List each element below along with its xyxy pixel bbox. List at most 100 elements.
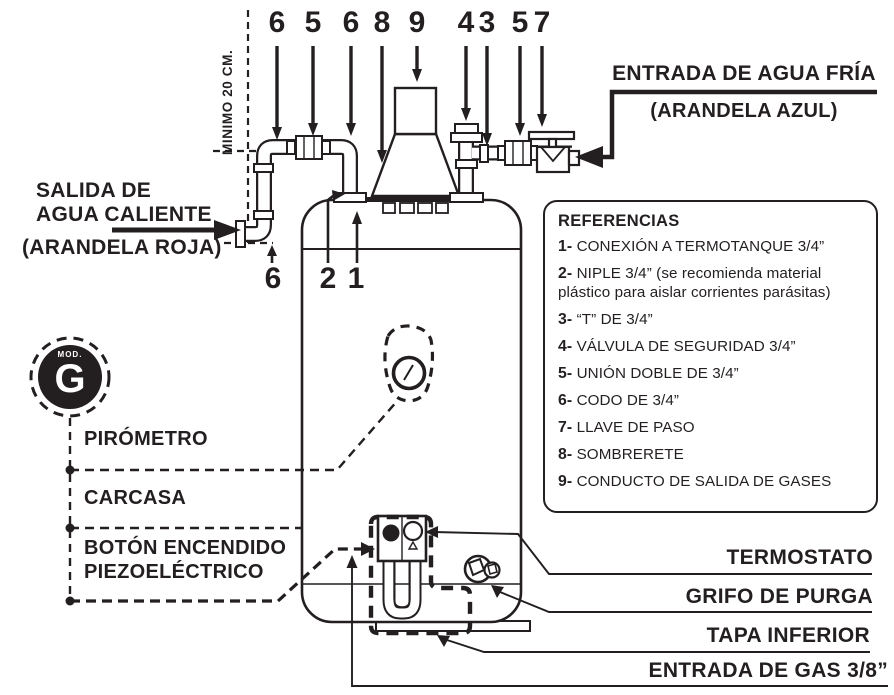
min-clearance-label: MINIMO 20 CM. — [220, 49, 235, 155]
stop-valve-body — [535, 145, 571, 174]
hot-water-label-line2: AGUA CALIENTE — [36, 203, 212, 226]
reference-item-number: 6- — [558, 391, 573, 409]
tank-connection-flange-cold — [449, 192, 484, 203]
references-title: REFERENCIAS — [558, 212, 680, 230]
reference-item-text: CODO DE 3/4” — [576, 391, 680, 409]
model-badge-disc — [38, 345, 102, 409]
tee-collar-bottom — [455, 159, 478, 169]
callout-number-5b: 5 — [511, 6, 529, 39]
ignition-leader-arrow — [361, 542, 375, 556]
callout-number-4: 4 — [457, 6, 475, 39]
top-callout-arrows — [272, 46, 547, 163]
drain-tap-label: GRIFO DE PURGA — [685, 585, 873, 608]
draft-hood-base-plate — [365, 197, 465, 202]
model-badge-dashed-ring — [29, 336, 111, 418]
reference-item-number: 4- — [558, 337, 573, 355]
niple-number: 2 — [319, 262, 337, 295]
callout-arrow-8 — [377, 46, 387, 163]
thermostat-knob — [402, 520, 424, 542]
hot-pipe-inner — [241, 141, 356, 240]
reference-item-2: 2- NIPLE 3/4” (se recomienda material pl… — [558, 265, 865, 302]
callout-arrow-5a — [308, 46, 318, 136]
leader-bullet — [65, 523, 75, 533]
hot-water-flow-arrow — [112, 220, 241, 240]
reference-item-3: 3- “T” DE 3/4” — [558, 311, 865, 330]
leader-bullet — [65, 465, 75, 475]
callout-arrow-5b — [515, 46, 525, 136]
reference-item-4: 4- VÁLVULA DE SEGURIDAD 3/4” — [558, 338, 865, 357]
reference-item-5: 5- UNIÓN DOBLE DE 3/4” — [558, 365, 865, 384]
pipe-collar — [253, 163, 274, 173]
pipe-collar — [253, 210, 274, 220]
reference-item-number: 1- — [558, 238, 573, 255]
thermostat-leader — [425, 526, 872, 575]
callout-arrow-9 — [412, 46, 422, 82]
reference-item-text: VÁLVULA DE SEGURIDAD 3/4” — [576, 337, 796, 355]
casing-label: CARCASA — [84, 487, 187, 509]
hot-water-piping — [235, 135, 367, 248]
red-washer-note: (ARANDELA ROJA) — [22, 236, 222, 259]
reference-item-text: NIPLE 3/4” (se recomienda material plást… — [558, 265, 831, 302]
outlet-stub-flange — [235, 220, 246, 248]
leader-1-connection — [352, 211, 362, 263]
reference-item-number: 7- — [558, 419, 573, 437]
blue-washer-note: (ARANDELA AZUL) — [650, 100, 838, 122]
reference-item-7: 7- LLAVE DE PASO — [558, 419, 865, 438]
callout-number-8: 8 — [373, 6, 391, 39]
hot-water-label-line1: SALIDA DE — [36, 179, 152, 202]
bottom-cover-leader — [437, 635, 870, 653]
ignition-button-label-line2: PIEZOELÉCTRICO — [84, 561, 264, 583]
pyrometer-needle — [403, 364, 414, 381]
reference-item-text: UNIÓN DOBLE DE 3/4” — [576, 364, 739, 382]
burner-control-unit — [376, 514, 428, 620]
model-badge — [29, 336, 111, 418]
draft-hood-legs — [382, 202, 449, 214]
reference-item-number: 5- — [558, 364, 573, 382]
bottom-cover-dashed-region — [368, 514, 473, 636]
union-fitting-left — [286, 135, 331, 160]
reference-item-text: CONEXIÓN A TERMOTANQUE 3/4” — [576, 238, 825, 255]
cold-water-label: ENTRADA DE AGUA FRÍA — [612, 62, 876, 85]
leader-2-niple — [326, 190, 345, 263]
gas-inlet-leader — [346, 555, 888, 687]
clearance-measure-lines — [213, 10, 273, 245]
callout-number-5a: 5 — [304, 6, 322, 39]
flue-assembly — [365, 86, 465, 214]
callout-number-6a: 6 — [268, 6, 286, 39]
pilot-tube — [393, 561, 411, 608]
reference-item-number: 8- — [558, 446, 573, 464]
gas-inlet-label: ENTRADA DE GAS 3/8” — [648, 659, 888, 682]
callout-number-7: 7 — [533, 6, 551, 39]
thermostat-label: TERMOSTATO — [726, 546, 873, 569]
callout-number-9: 9 — [408, 6, 426, 39]
reference-item-1: 1- CONEXIÓN A TERMOTANQUE 3/4” — [558, 238, 865, 257]
reference-item-text: “T” DE 3/4” — [576, 310, 653, 328]
stop-valve-outlet — [567, 149, 581, 167]
knob-triangle-mark — [407, 540, 419, 550]
callout-arrow-3 — [482, 46, 492, 146]
reference-item-text: SOMBRERETE — [576, 446, 684, 464]
left-leader-lines — [65, 399, 399, 606]
reference-item-number: 3- — [558, 310, 573, 328]
outlet-elbow-number: 6 — [264, 262, 282, 295]
reference-item-6: 6- CODO DE 3/4” — [558, 392, 865, 411]
draft-hood-sombrerete — [370, 132, 461, 198]
callout-number-3: 3 — [478, 6, 496, 39]
leader-bullet — [65, 596, 75, 606]
reference-item-number: 9- — [558, 473, 573, 491]
flue-duct — [393, 86, 438, 136]
gas-u-tube-inner — [384, 561, 420, 618]
cold-water-piping — [449, 123, 581, 203]
stop-valve — [527, 130, 581, 174]
leader-6-outlet — [267, 245, 277, 263]
reference-item-8: 8- SOMBRERETE — [558, 446, 865, 465]
bottom-cover-label: TAPA INFERIOR — [706, 624, 870, 647]
callout-number-6b: 6 — [342, 6, 360, 39]
connection-number: 1 — [347, 262, 365, 295]
tee-collar-branch — [479, 144, 489, 163]
reference-item-number: 2- — [558, 265, 573, 283]
pyrometer-label: PIRÓMETRO — [84, 428, 208, 450]
stop-valve-stem — [547, 137, 558, 149]
